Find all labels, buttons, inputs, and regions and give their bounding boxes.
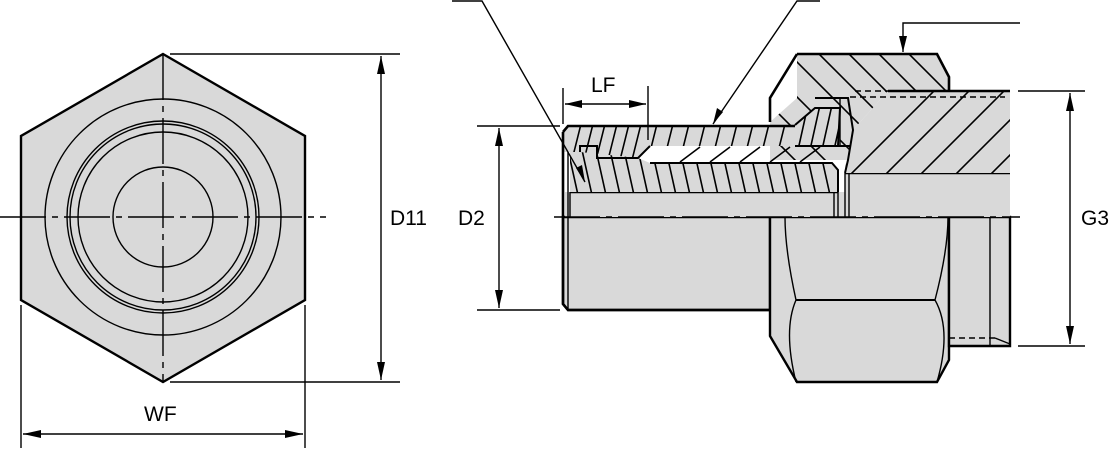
nut-left-chamfer xyxy=(768,53,799,122)
leader-tube-surface xyxy=(712,0,820,125)
dimension-wf: WF xyxy=(20,305,306,448)
tube-inner-step xyxy=(650,162,839,192)
dimension-d2: D2 xyxy=(458,125,560,311)
leader-ferrule-tip xyxy=(452,0,586,183)
dimension-g3: G3 xyxy=(1018,90,1109,347)
dimension-lf: LF xyxy=(562,74,649,140)
nut-inner-profile xyxy=(815,97,855,174)
dimension-d11: D11 xyxy=(170,53,427,383)
body-bore xyxy=(845,173,1010,217)
label-wf: WF xyxy=(144,403,177,426)
label-lf: LF xyxy=(591,74,616,97)
tube-outer-edge xyxy=(562,124,795,133)
label-d11: D11 xyxy=(390,207,427,230)
body-lower-half xyxy=(947,215,1012,348)
ring-groove xyxy=(579,145,651,159)
tube-left-end xyxy=(561,132,770,312)
section-view: LF D2 G3 xyxy=(452,0,1109,384)
leader-nut-top xyxy=(899,22,1020,52)
label-g3: G3 xyxy=(1081,207,1109,230)
sleeve-hatching xyxy=(679,146,821,163)
end-view: D11 WF xyxy=(0,52,427,448)
nut-top-edge xyxy=(797,52,951,91)
label-d2: D2 xyxy=(458,207,485,230)
tube-lower-half xyxy=(561,215,772,312)
